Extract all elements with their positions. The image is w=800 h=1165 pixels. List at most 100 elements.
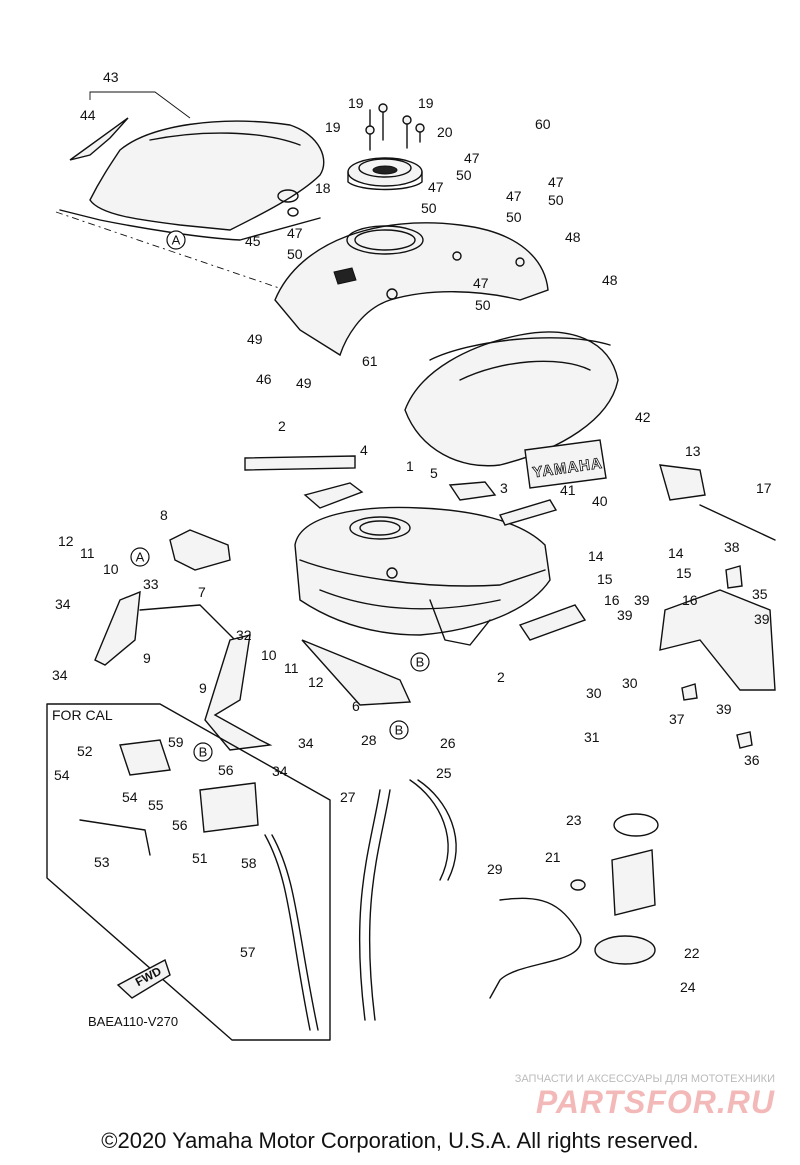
callout: 40: [592, 493, 608, 509]
breather-hoses: [358, 779, 457, 1021]
callout: 60: [535, 116, 551, 132]
callout: 22: [684, 945, 700, 961]
callout: 8: [160, 507, 168, 523]
callout: 56: [172, 817, 188, 833]
callout: 41: [560, 482, 576, 498]
callout: 9: [199, 680, 207, 696]
callout: 47: [428, 179, 444, 195]
callout: 39: [754, 611, 770, 627]
callout: 34: [298, 735, 314, 751]
callout: 30: [622, 675, 638, 691]
fuel-tank: [294, 506, 551, 646]
callout: 12: [308, 674, 324, 690]
callout: 49: [296, 375, 312, 391]
callout: 35: [752, 586, 768, 602]
callout: 19: [418, 95, 434, 111]
callout: 16: [604, 592, 620, 608]
svg-text:A: A: [136, 550, 145, 565]
callout: 23: [566, 812, 582, 828]
callout: 4: [360, 442, 368, 458]
damper-pads: [244, 455, 587, 706]
fuel-pump-assembly: [489, 813, 659, 999]
callout: 39: [716, 701, 732, 717]
callout: 2: [278, 418, 286, 434]
callout: 34: [52, 667, 68, 683]
callout: 14: [588, 548, 604, 564]
callout: 57: [240, 944, 256, 960]
callout: 51: [192, 850, 208, 866]
callout: 53: [94, 854, 110, 870]
callout: 55: [148, 797, 164, 813]
callout: 59: [168, 734, 184, 750]
callout: 54: [122, 789, 138, 805]
callout: 32: [236, 627, 252, 643]
ref-a-1: A: [166, 230, 186, 250]
ref-b-2: B: [389, 720, 409, 740]
watermark: ЗАПЧАСТИ И АКСЕССУАРЫ ДЛЯ МОТОТЕХНИКИ PA…: [515, 1073, 775, 1120]
callout: 21: [545, 849, 561, 865]
callout: 45: [245, 233, 261, 249]
callout: 11: [284, 660, 299, 676]
ref-a-2: A: [130, 547, 150, 567]
callout: 26: [440, 735, 456, 751]
callout: 61: [362, 353, 378, 369]
callout: 43: [103, 69, 119, 85]
callout: 50: [456, 167, 472, 183]
callout: 56: [218, 762, 234, 778]
callout: 50: [421, 200, 437, 216]
callout: 50: [548, 192, 564, 208]
callout: 49: [247, 331, 263, 347]
tank-brand-badge: YAMAHA: [524, 439, 607, 489]
svg-text:ЗАПЧАСТИ И АКСЕССУАРЫ ДЛЯ МОТО: ЗАПЧАСТИ И АКСЕССУАРЫ ДЛЯ МОТОТЕХНИКИ: [515, 1073, 775, 1085]
svg-text:A: A: [172, 233, 181, 248]
svg-text:B: B: [199, 745, 208, 760]
ref-b-3: B: [193, 742, 213, 762]
callout: 47: [548, 174, 564, 190]
tank-brackets: [94, 529, 273, 751]
callout: 50: [287, 246, 303, 262]
callout: 47: [464, 150, 480, 166]
callout: 12: [58, 533, 74, 549]
copyright-notice: ©2020 Yamaha Motor Corporation, U.S.A. A…: [101, 1128, 699, 1153]
svg-text:B: B: [395, 723, 404, 738]
tank-shell: YAMAHA: [404, 331, 619, 489]
callout: 58: [241, 855, 257, 871]
callout: 47: [287, 225, 303, 241]
callout: 1: [406, 458, 414, 474]
callout: 50: [475, 297, 491, 313]
callout: 20: [437, 124, 453, 140]
callout: 38: [724, 539, 740, 555]
callout: 25: [436, 765, 452, 781]
for-cal-title: FOR CAL: [52, 707, 113, 723]
callout: 54: [54, 767, 70, 783]
callout: 29: [487, 861, 503, 877]
callout: 15: [676, 565, 692, 581]
callout: 24: [680, 979, 696, 995]
tank-top-cover: [59, 117, 325, 241]
callout: 36: [744, 752, 760, 768]
callout: 48: [602, 272, 618, 288]
callout: 34: [272, 763, 288, 779]
callout: 44: [80, 107, 96, 123]
callout: 46: [256, 371, 272, 387]
callout: 19: [348, 95, 364, 111]
fuel-cap-assembly: [347, 103, 425, 191]
tank-side-cover: [274, 222, 549, 357]
callout: 10: [103, 561, 119, 577]
callout: 37: [669, 711, 685, 727]
callout: 9: [143, 650, 151, 666]
callout: 50: [506, 209, 522, 225]
callout: 31: [584, 729, 600, 745]
fwd-arrow: FWD: [116, 958, 171, 999]
callout: 42: [635, 409, 651, 425]
callout: 5: [430, 465, 438, 481]
diagram-code: BAEA110-V270: [88, 1014, 178, 1029]
callout: 48: [565, 229, 581, 245]
callout: 19: [325, 119, 341, 135]
svg-text:PARTSFOR.RU: PARTSFOR.RU: [536, 1084, 775, 1120]
callout: 10: [261, 647, 277, 663]
callout: 39: [617, 607, 633, 623]
callout: 3: [500, 480, 508, 496]
callout: 18: [315, 180, 331, 196]
callout: 28: [361, 732, 377, 748]
